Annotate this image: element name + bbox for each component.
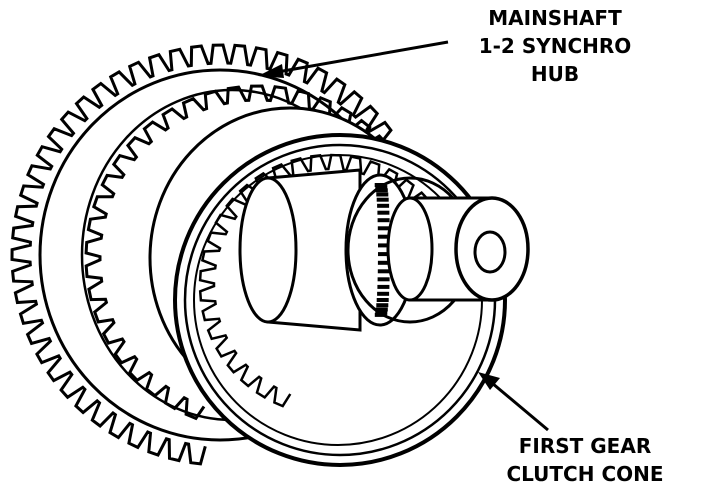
clutch-cone-label: FIRST GEAR CLUTCH CONE [478, 432, 692, 488]
needle-roller [377, 226, 390, 231]
clutch-cone-inner-teeth [198, 153, 458, 408]
needle-roller [377, 203, 390, 208]
needle-roller [376, 192, 389, 197]
needle-roller [377, 277, 390, 282]
needle-roller [377, 284, 390, 289]
needle-roller [377, 260, 390, 265]
needle-roller [376, 197, 389, 202]
clutch-cone-arrowhead [478, 372, 500, 390]
clutch-cone-leader [485, 376, 549, 432]
synchro-hub-label: MAINSHAFT 1-2 SYNCHRO HUB [440, 4, 670, 88]
needle-roller [377, 269, 390, 274]
clutch-cone-label-line-2: CLUTCH CONE [506, 462, 664, 486]
needle-roller [377, 291, 390, 296]
needle-roller [378, 243, 390, 248]
shaft-center-bore [473, 230, 507, 274]
needle-roller [377, 210, 390, 215]
needle-roller [376, 298, 389, 302]
needle-roller [375, 188, 388, 193]
needle-roller [377, 234, 390, 239]
needle-roller [376, 303, 389, 308]
synchro-hub-label-line-3: HUB [530, 62, 580, 86]
needle-roller [378, 252, 390, 257]
shaft-tip-back [386, 196, 434, 302]
clutch-cone-label-line-1: FIRST GEAR [518, 434, 652, 458]
shaft-step-1-face [238, 176, 298, 324]
synchro-sleeve-teeth [10, 43, 393, 466]
synchro-hub-arrowhead [258, 64, 284, 78]
clutch-cone-teeth [198, 153, 458, 408]
needle-roller [377, 218, 390, 223]
needle-roller [375, 307, 388, 312]
synchro-hub-leader [265, 40, 449, 76]
synchro-hub-label-line-1: MAINSHAFT [488, 6, 622, 30]
synchro-hub-label-line-2: 1-2 SYNCHRO [478, 34, 632, 58]
